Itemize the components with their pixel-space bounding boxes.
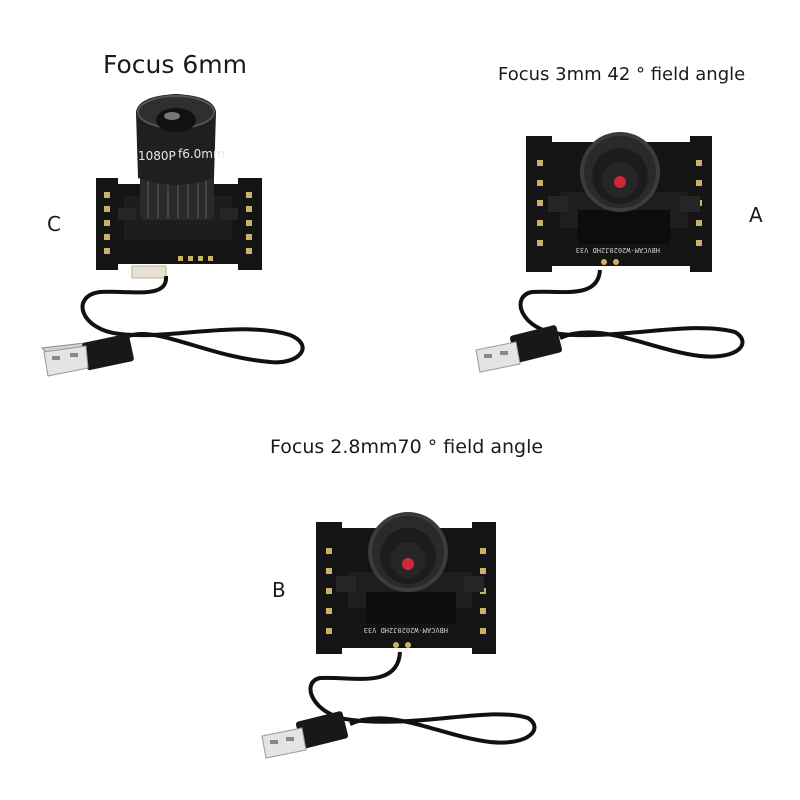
product-b-title: Focus 2.8mm70 ° field angle [270,436,544,458]
product-b-letter: B [272,578,286,602]
lens-label-1080p: 1080P [138,149,176,163]
board-label-b: HBVCAM-W2020J2HD V33 [364,626,448,634]
board-label-a: HBVCAM-W2020J2HD V33 [576,246,660,254]
product-c-title: Focus 6mm [103,50,247,79]
product-a-letter: A [749,203,763,227]
product-a-title: Focus 3mm 42 ° field angle [498,64,746,85]
product-c-letter: C [47,212,61,236]
lens-label-focal: f6.0mm [178,147,225,161]
